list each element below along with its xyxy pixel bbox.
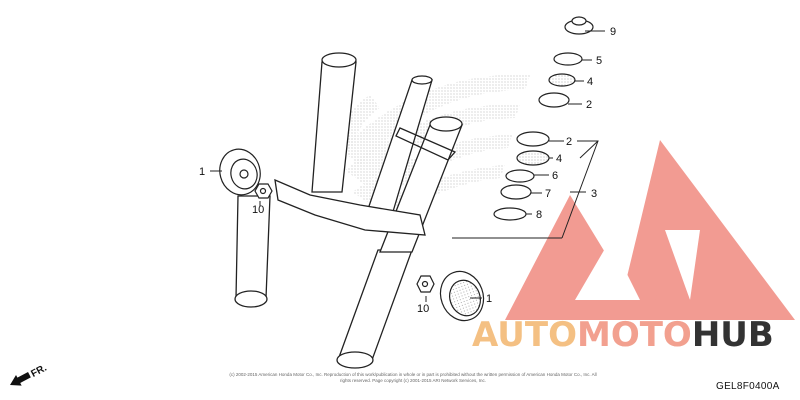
callout-labels: 1 10 9 5 4 2 2 4 6 7 3 8 1 10 [199, 26, 616, 315]
automotohub-watermark: AUTOMOTOHUB [472, 318, 774, 352]
callout-10-right: 10 [417, 303, 429, 315]
nut-left [254, 183, 273, 199]
automotohub-logo-icon [505, 140, 795, 320]
callout-1-right: 1 [486, 293, 492, 305]
callout-2-upper: 2 [586, 99, 592, 111]
callout-2-lower: 2 [566, 136, 572, 148]
brand-part-auto: AUTO [472, 315, 577, 355]
front-direction-arrow-icon: FR. [10, 363, 49, 386]
direction-label: FR. [29, 363, 49, 380]
callout-3: 3 [591, 188, 597, 200]
callout-7: 7 [545, 188, 551, 200]
brand-part-hub: HUB [691, 315, 774, 355]
callout-8: 8 [536, 209, 542, 221]
callout-5: 5 [596, 55, 602, 67]
callout-1-left: 1 [199, 166, 205, 178]
fork-cap-left [219, 148, 261, 196]
leader-lines [210, 30, 605, 302]
fork-cap-right [439, 270, 485, 322]
callout-6: 6 [552, 170, 558, 182]
callout-9: 9 [610, 26, 616, 38]
callout-10-left: 10 [252, 204, 264, 216]
bearing-stack-upper [538, 16, 594, 108]
diagram-code: GEL8F0400A [716, 381, 780, 392]
nut-right [416, 275, 435, 293]
callout-4-lower: 4 [556, 153, 562, 165]
brand-part-moto: MOTO [576, 315, 692, 355]
callout-4-upper: 4 [587, 76, 593, 88]
front-fork-assembly [234, 52, 463, 369]
copyright-notice: (c) 2002-2015 American Honda Motor Co., … [229, 372, 597, 383]
